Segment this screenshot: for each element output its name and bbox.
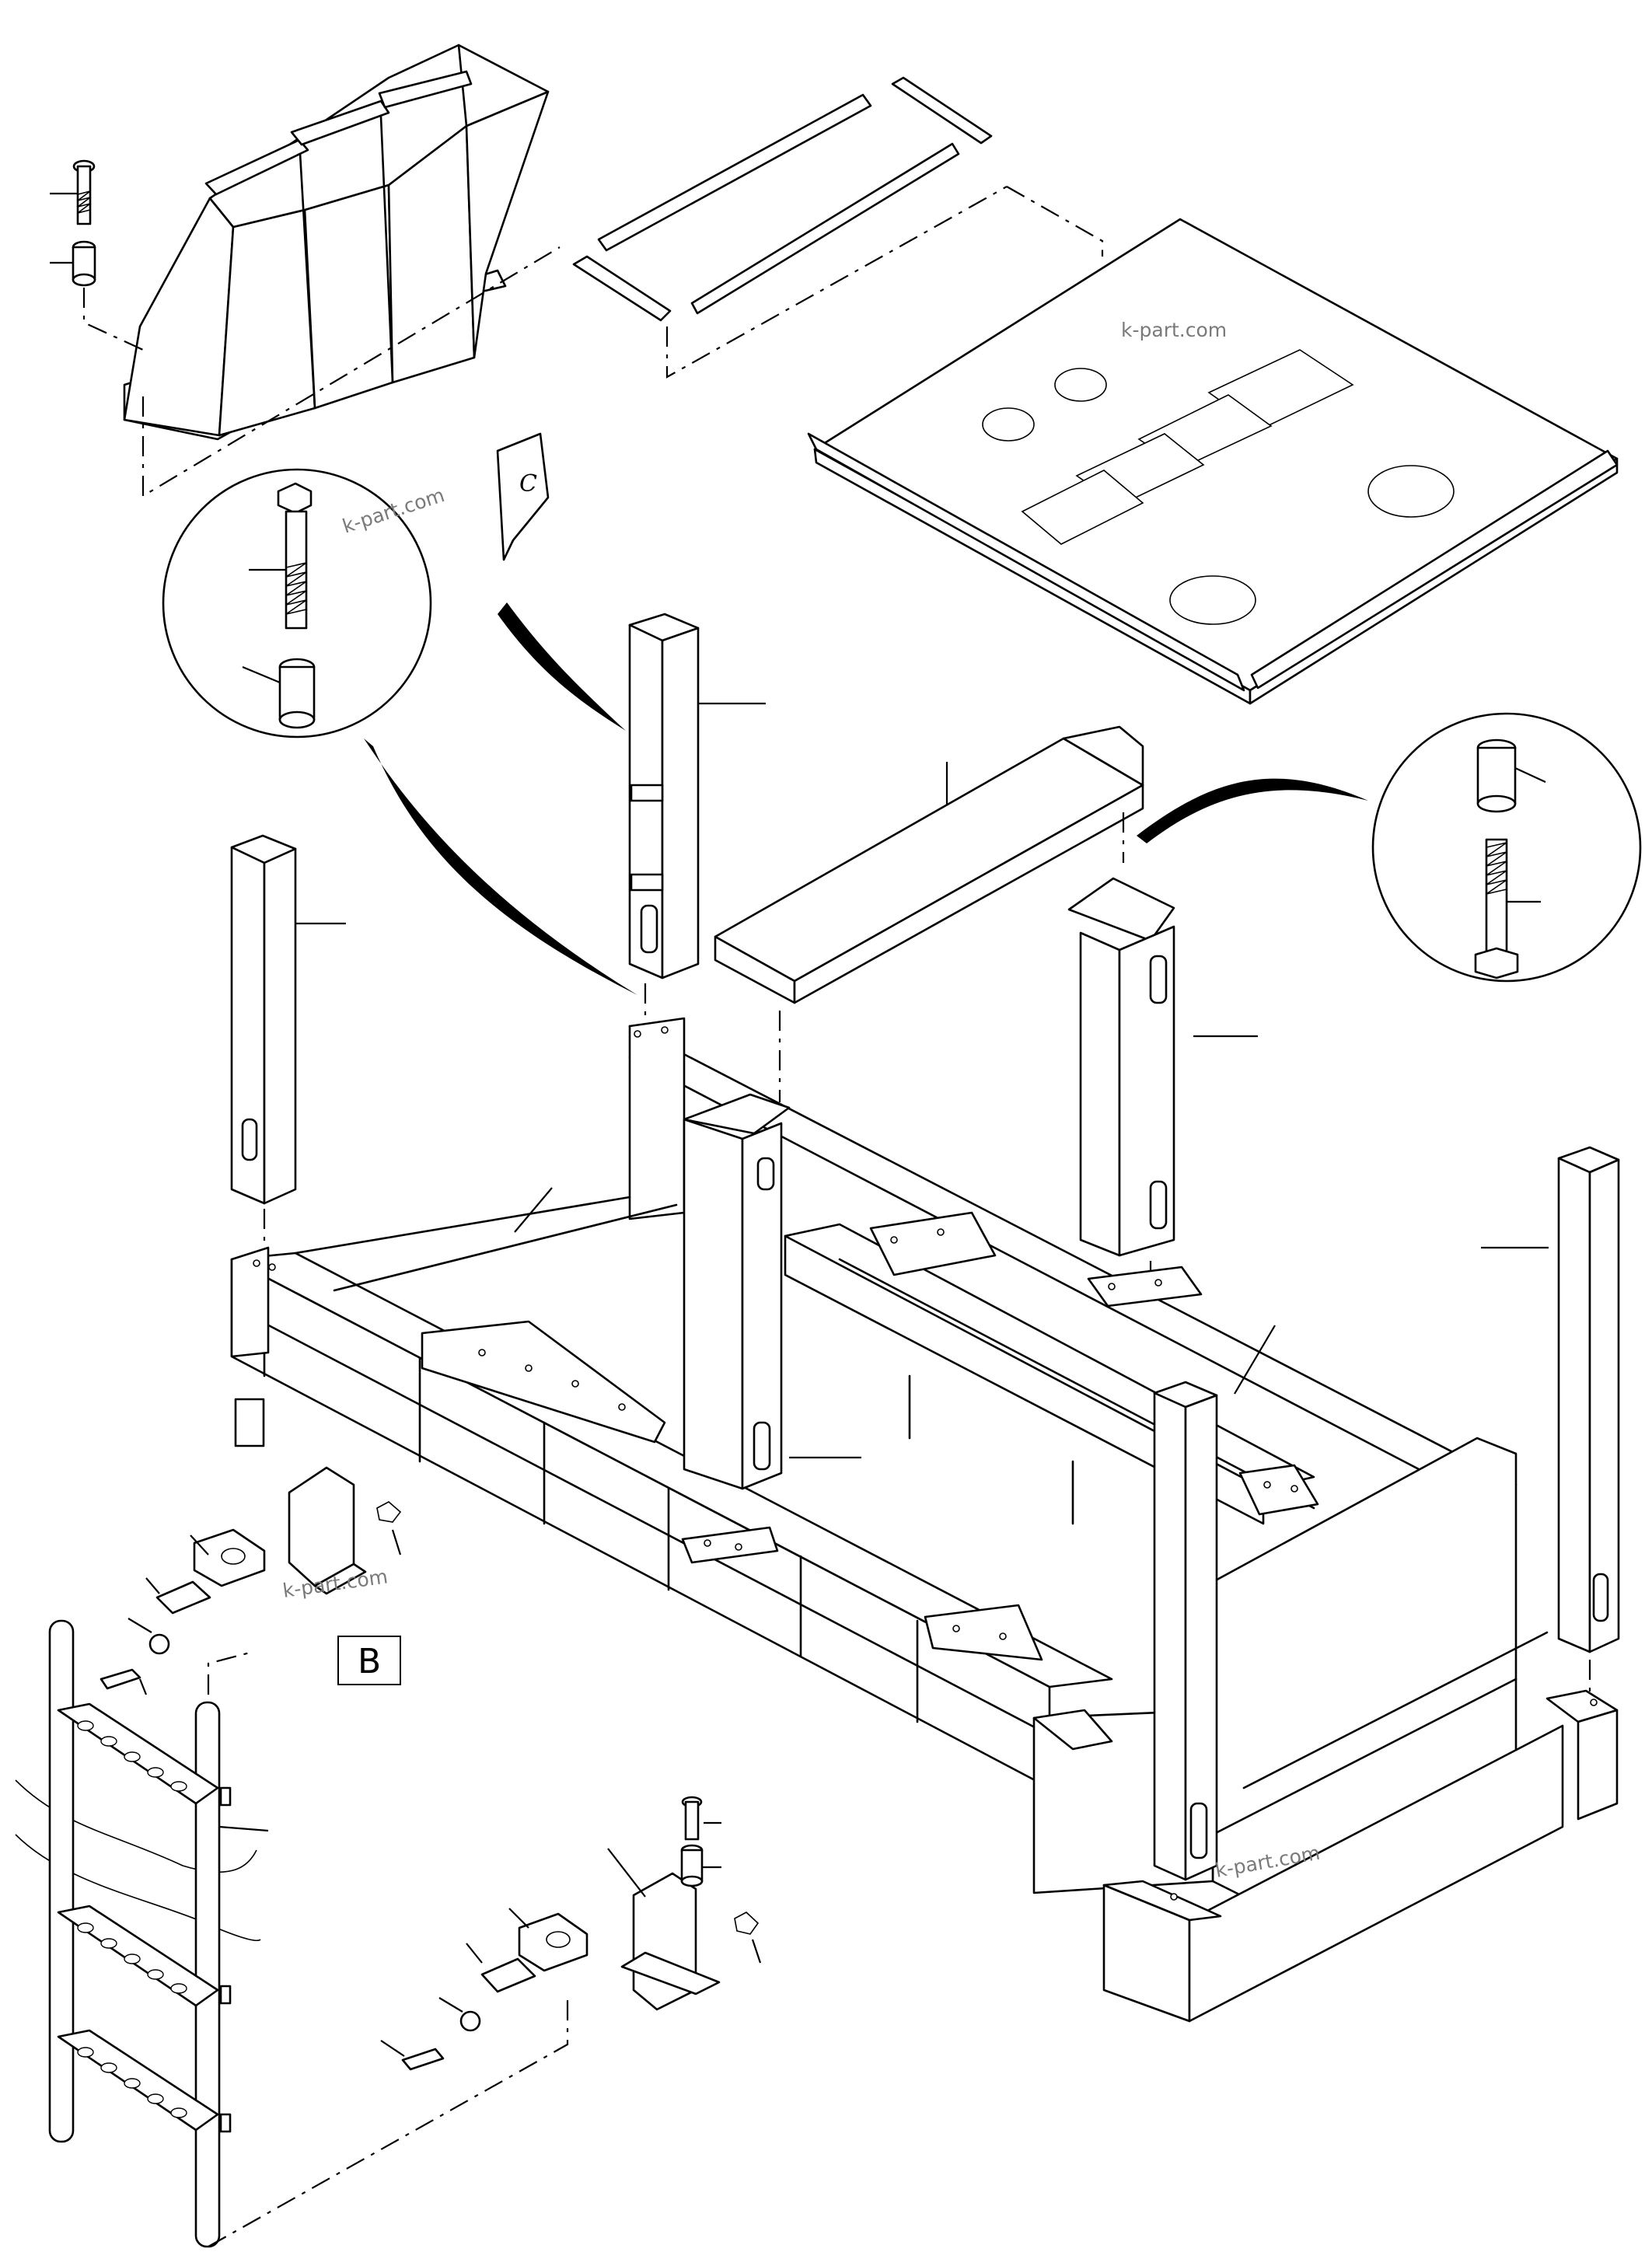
view-label-box [337,1636,401,1685]
detail-circle-right [1371,712,1642,983]
cross-beam [714,725,1144,1004]
arrow-to-tag [498,602,626,731]
ladder [15,1619,261,2248]
post-far-right [1557,1146,1620,1653]
top-cover-plate [807,218,1619,705]
bolt-and-spacer-topleft [50,159,96,287]
view-label-b: B [358,1642,381,1681]
arrow-left-detail [364,738,637,995]
ladder-bracket-lower [380,1796,762,2071]
post-left [230,834,297,1205]
detail-circle-left [162,468,432,738]
post-right-upper [1067,877,1175,1257]
ladder-bracket-upper [100,1466,402,1695]
post-center-upper [628,613,700,979]
main-base-frame [230,1017,1619,2023]
watermark-top-right: k-part.com [1121,319,1227,341]
post-front-right [1153,1381,1218,1881]
tag-letter: C [519,470,537,498]
plate-tag: C [496,432,550,561]
bolt-holes [253,1026,1598,1901]
post-front-center [683,1093,791,1490]
arrow-right-detail [1137,778,1368,843]
air-duct [123,44,550,441]
mounting-rails [572,76,993,322]
